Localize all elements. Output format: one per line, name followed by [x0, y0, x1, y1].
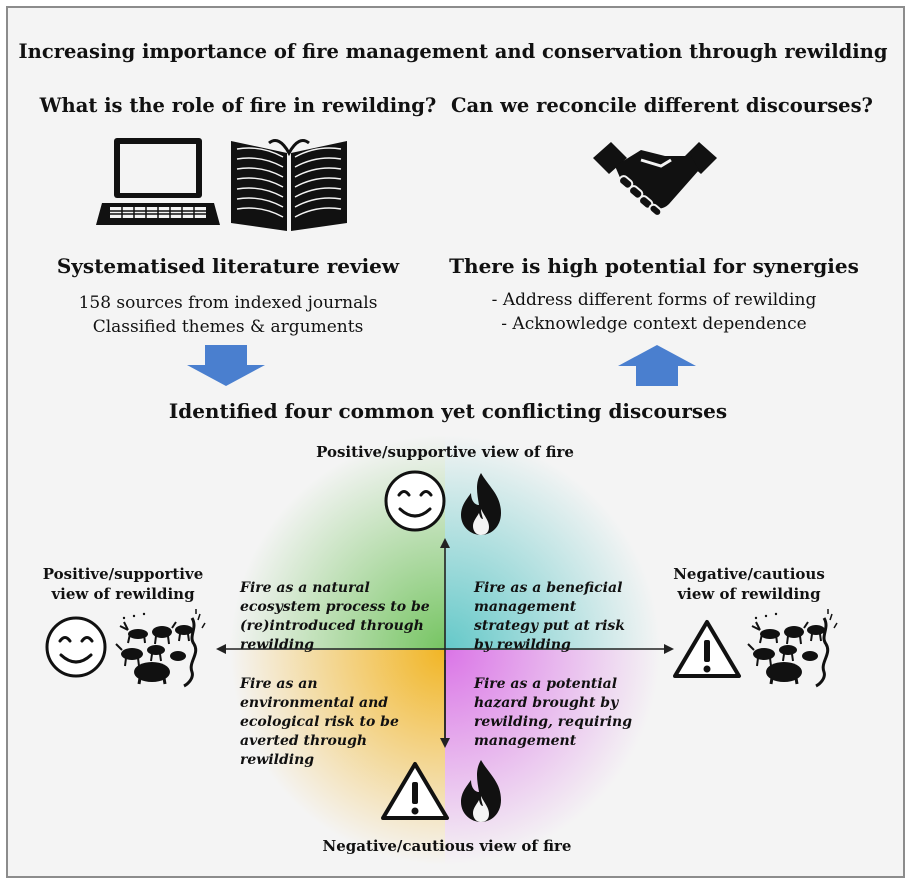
- up-arrow: [618, 345, 696, 386]
- figure-title: Increasing importance of fire management…: [18, 40, 888, 63]
- axis-right-label-1: Negative/cautious: [673, 565, 825, 583]
- warning-icon: [381, 762, 449, 820]
- right-heading: There is high potential for synergies: [449, 254, 859, 278]
- flame-icon: [461, 760, 501, 822]
- right-line-2: - Acknowledge context dependence: [501, 314, 807, 334]
- left-line-1: 158 sources from indexed journals: [78, 293, 378, 313]
- left-line-2: Classified themes & arguments: [92, 317, 364, 337]
- book-icon: [231, 139, 347, 231]
- quadrant-bottom-left-bg: [230, 650, 445, 865]
- axis-left-label-1: Positive/supportive: [42, 565, 204, 583]
- flame-icon: [461, 473, 501, 535]
- left-heading: Systematised literature review: [56, 254, 400, 278]
- laptop-icon: [96, 138, 220, 225]
- quadrant-bottom-left-text: Fire as an environmental and ecological …: [240, 676, 399, 768]
- smiley-icon: [384, 470, 446, 532]
- wildlife-icon: [746, 607, 839, 688]
- quadrant-top-left-bg: [230, 435, 445, 650]
- left-question: What is the role of fire in rewilding?: [39, 94, 437, 117]
- axis-top-label: Positive/supportive view of fire: [316, 443, 574, 461]
- axis-bottom-label: Negative/cautious view of fire: [322, 837, 572, 855]
- axis-left-label-2: view of rewilding: [51, 585, 195, 603]
- warning-icon: [673, 620, 741, 678]
- right-question: Can we reconcile different discourses?: [451, 94, 873, 117]
- down-arrow: [187, 345, 265, 386]
- quadrant-bottom-right-bg: [445, 650, 660, 865]
- discourses-heading: Identified four common yet conflicting d…: [168, 399, 728, 423]
- wildlife-icon: [114, 607, 207, 688]
- handshake-icon: [593, 142, 717, 217]
- smiley-icon: [45, 616, 107, 678]
- right-line-1: - Address different forms of rewilding: [491, 290, 817, 310]
- quadrant-bottom-right-text: Fire as a potential hazard brought by re…: [474, 676, 633, 749]
- axis-right-label-2: view of rewilding: [677, 585, 821, 603]
- quadrant-top-right-bg: [445, 435, 660, 650]
